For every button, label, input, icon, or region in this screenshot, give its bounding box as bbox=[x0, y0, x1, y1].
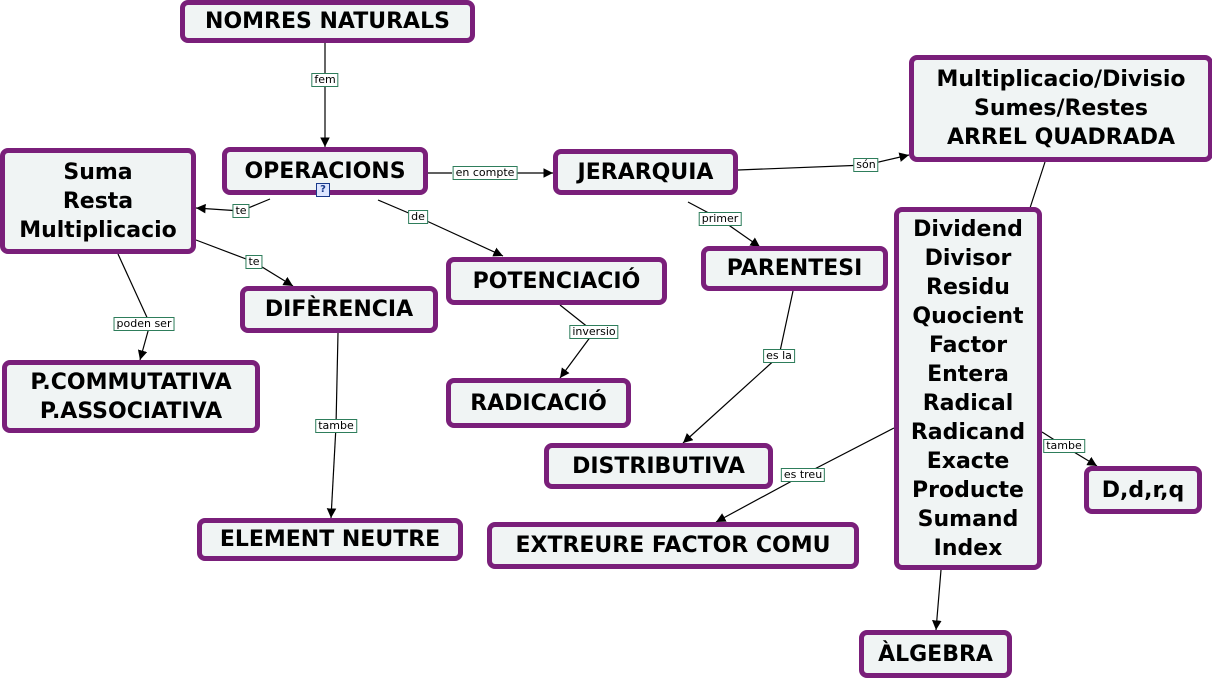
edge-line bbox=[335, 332, 339, 427]
node-terms-list[interactable]: Dividend Divisor Residu Quocient Factor … bbox=[894, 207, 1042, 570]
node-diferencia[interactable]: DIFÈRENCIA bbox=[240, 286, 438, 333]
node-label: Residu bbox=[926, 274, 1010, 300]
node-label: Dividend bbox=[913, 216, 1023, 242]
node-parentesi[interactable]: PARENTESI bbox=[701, 246, 888, 291]
edge-label-es-la: es la bbox=[763, 349, 795, 363]
node-label: Radicand bbox=[910, 419, 1026, 445]
node-label: OPERACIONS bbox=[244, 158, 406, 184]
node-element-neutre[interactable]: ELEMENT NEUTRE bbox=[197, 518, 463, 561]
node-operations-list[interactable]: Multiplicacio/Divisio Sumes/Restes ARREL… bbox=[909, 55, 1212, 162]
edge-arrow bbox=[559, 331, 595, 379]
node-label: DIFÈRENCIA bbox=[264, 297, 414, 322]
edge-label-tambe: tambe bbox=[315, 419, 357, 433]
node-ddrq[interactable]: D,d,r,q bbox=[1084, 466, 1202, 514]
edge-line bbox=[778, 290, 794, 357]
node-label: Sumand bbox=[917, 506, 1019, 532]
node-label: Multiplicacio/Divisio bbox=[936, 67, 1186, 92]
node-extreure-factor-comu[interactable]: EXTREURE FACTOR COMU bbox=[487, 522, 859, 569]
node-potenciacio[interactable]: POTENCIACIÓ bbox=[446, 257, 667, 305]
node-suma-resta[interactable]: Suma Resta Multiplicacio bbox=[0, 148, 196, 254]
edge-arrow bbox=[715, 474, 804, 523]
edge-line bbox=[1029, 161, 1046, 209]
edge-line bbox=[802, 427, 895, 476]
node-label: ARREL QUADRADA bbox=[946, 125, 1176, 150]
node-label: Entera bbox=[927, 361, 1009, 387]
edge-label-te: te bbox=[232, 204, 250, 218]
edge-label-primer: primer bbox=[698, 212, 742, 226]
node-label: ELEMENT NEUTRE bbox=[219, 527, 441, 552]
node-label: Producte bbox=[912, 477, 1024, 503]
node-label: Multiplicacio bbox=[19, 217, 177, 243]
node-nombres-naturals[interactable]: NOMRES NATURALS bbox=[180, 0, 475, 43]
edge-label-fem: fem bbox=[311, 73, 339, 87]
node-label: Factor bbox=[928, 332, 1008, 358]
node-label: DISTRIBUTIVA bbox=[572, 453, 745, 479]
edge-line bbox=[117, 253, 151, 325]
node-label: Exacte bbox=[926, 448, 1010, 474]
edge-label-es-treu: es treu bbox=[780, 468, 826, 482]
edge-line bbox=[737, 164, 867, 171]
edge-label-te: te bbox=[245, 255, 263, 269]
node-distributiva[interactable]: DISTRIBUTIVA bbox=[544, 443, 773, 489]
edge-label-de: de bbox=[408, 210, 428, 224]
node-label: EXTREURE FACTOR COMU bbox=[515, 533, 831, 558]
node-label: RADICACIÓ bbox=[470, 390, 607, 416]
edge-line bbox=[195, 239, 255, 263]
node-label: P.ASSOCIATIVA bbox=[39, 398, 223, 424]
node-label: D,d,r,q bbox=[1101, 477, 1185, 503]
edge-label-en-compte: en compte bbox=[452, 166, 518, 180]
node-label: Suma bbox=[63, 159, 133, 185]
edge-label-son: són bbox=[853, 158, 879, 172]
edge-arrow bbox=[932, 569, 942, 631]
node-algebra[interactable]: ÀLGEBRA bbox=[859, 630, 1012, 678]
node-label: Quocient bbox=[912, 303, 1024, 329]
node-label: Index bbox=[933, 535, 1003, 561]
node-label: PARENTESI bbox=[726, 256, 863, 281]
node-label: POTENCIACIÓ bbox=[472, 268, 641, 294]
node-label: Sumes/Restes bbox=[974, 96, 1148, 121]
edge-arrow bbox=[326, 425, 337, 519]
node-jerarquia[interactable]: JERARQUIA bbox=[553, 149, 738, 195]
node-radicacio[interactable]: RADICACIÓ bbox=[446, 378, 631, 428]
node-label: Divisor bbox=[924, 245, 1012, 271]
edge-label-inversio: inversio bbox=[569, 325, 619, 339]
node-propietats[interactable]: P.COMMUTATIVA P.ASSOCIATIVA bbox=[2, 360, 260, 433]
node-label: JERARQUIA bbox=[577, 159, 714, 185]
node-label: P.COMMUTATIVA bbox=[30, 369, 232, 395]
edge-label-tambe: tambe bbox=[1043, 439, 1085, 453]
help-icon[interactable]: ? bbox=[316, 183, 330, 197]
node-label: Resta bbox=[62, 188, 134, 214]
edge-label-poden-ser: poden ser bbox=[113, 317, 175, 331]
node-label: ÀLGEBRA bbox=[878, 641, 993, 667]
edge-arrow bbox=[682, 355, 780, 444]
node-label: NOMRES NATURALS bbox=[205, 9, 450, 34]
edge-arrow bbox=[417, 216, 504, 257]
node-label: Radical bbox=[922, 390, 1014, 416]
node-operacions[interactable]: OPERACIONS bbox=[222, 147, 428, 195]
